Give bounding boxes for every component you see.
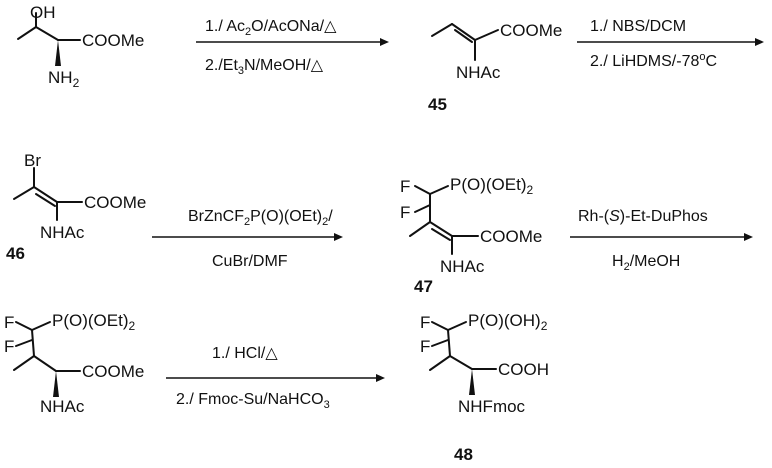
bond [429,221,453,237]
bond [15,339,33,347]
bond [15,321,33,331]
arrow-head [334,233,343,241]
step-5-line2: 2./ Fmoc-Su/NaHCO3 [176,391,330,411]
bond [409,221,431,237]
bond [474,29,499,41]
ester-label: COOMe [84,193,146,212]
wedge-bond [55,40,61,66]
step-1: 1./ Ac2O/AcONa/△ 2./Et3N/MeOH/△ [196,18,389,77]
compound-48: F F P(O)(OH)2 COOH NHFmoc 48 [420,311,549,464]
bond [431,321,449,331]
double-bond [454,29,473,43]
ester-label: COOMe [82,31,144,50]
bond [33,186,58,203]
amide-label: NHAc [40,223,85,242]
compound-47-reduced: F F P(O)(OEt)2 COOMe NHAc [4,311,144,416]
bromo-label: Br [24,151,41,170]
step-1-line2: 2./Et3N/MeOH/△ [205,57,324,77]
bond [429,355,451,371]
hydroxyl-label: OH [30,3,56,22]
step-3-line2: CuBr/DMF [212,253,288,270]
bond [447,321,467,331]
fluoro-label-2: F [400,203,410,222]
bond [451,23,476,41]
bond [33,355,57,372]
step-3-line1: BrZnCF2P(O)(OEt)2/ [188,208,333,228]
double-bond [35,193,56,207]
compound-46: Br COOMe NHAc 46 [6,151,146,263]
ester-label: COOMe [500,21,562,40]
bond [431,23,453,37]
ester-label: COOMe [480,227,542,246]
fluoro-label-2: F [420,337,430,356]
compound-start: OH COOMe NH2 [17,3,144,90]
bond [431,339,449,347]
compound-number: 48 [454,445,473,464]
amide-label: NHAc [456,63,501,82]
step-1-line1: 1./ Ac2O/AcONa/△ [205,18,337,38]
bond [13,355,35,371]
fluoro-label-1: F [400,177,410,196]
amide-label: NHAc [40,397,85,416]
step-2: 1./ NBS/DCM 2./ LiHDMS/-78oC [577,18,764,70]
bond [13,186,35,200]
bond [414,204,431,213]
fluoro-label-1: F [4,313,14,332]
arrow-head [380,38,389,46]
step-4-line1: Rh-(S)-Et-DuPhos [578,208,708,225]
step-5: 1./ HCl/△ 2./ Fmoc-Su/NaHCO3 [166,345,385,411]
bond [449,355,473,370]
bond [31,321,51,331]
phosphonate-label: P(O)(OH)2 [468,311,548,333]
compound-45: COOMe NHAc 45 [428,21,562,114]
arrow-head [744,233,753,241]
compound-number: 47 [414,277,433,296]
amine-label: NH2 [48,68,80,90]
arrow-head [376,374,385,382]
arrow-head [755,38,764,46]
fluoro-label-1: F [420,313,430,332]
double-bond [431,228,451,241]
phosphonate-label: P(O)(OEt)2 [52,311,136,333]
step-3: BrZnCF2P(O)(OEt)2/ CuBr/DMF [152,208,343,270]
amide-label: NHAc [440,257,485,276]
bond [429,185,449,195]
acid-label: COOH [498,360,549,379]
step-2-line2: 2./ LiHDMS/-78oC [590,51,717,70]
amide-label: NHFmoc [458,397,526,416]
bond [35,26,59,41]
step-2-line1: 1./ NBS/DCM [590,18,686,35]
bond [447,329,451,357]
compound-number: 46 [6,244,25,263]
phosphonate-label: P(O)(OEt)2 [450,175,534,197]
bond [414,185,431,195]
step-4-line2: H2/MeOH [612,253,680,273]
compound-number: 45 [428,95,447,114]
bond [17,26,37,40]
wedge-bond [469,369,475,395]
bond [31,329,35,357]
step-4: Rh-(S)-Et-DuPhos H2/MeOH [570,208,753,273]
wedge-bond [53,371,59,397]
fluoro-label-2: F [4,337,14,356]
ester-label: COOMe [82,362,144,381]
compound-47: F F P(O)(OEt)2 COOMe NHAc 47 [400,175,542,296]
step-5-line1: 1./ HCl/△ [212,345,278,362]
